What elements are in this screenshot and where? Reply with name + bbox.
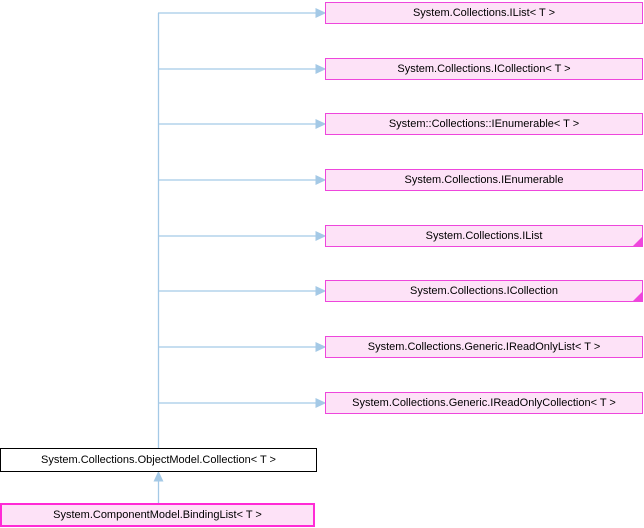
arrowhead-icon (315, 8, 327, 18)
arrowhead-icon (315, 175, 327, 185)
arrowhead-icon (315, 231, 327, 241)
node-system-collections-ilist-t[interactable]: System.Collections.IList< T > (325, 2, 643, 24)
arrowhead-icon (315, 398, 327, 408)
node-label: System.Collections.Generic.IReadOnlyColl… (352, 397, 616, 409)
node-label: System.ComponentModel.BindingList< T > (53, 509, 262, 521)
truncated-corner-icon (633, 237, 642, 246)
node-system-collections-ienumerable[interactable]: System.Collections.IEnumerable (325, 169, 643, 191)
node-system-collections-objectmodel-collection-t[interactable]: System.Collections.ObjectModel.Collectio… (0, 448, 317, 472)
node-label: System.Collections.Generic.IReadOnlyList… (367, 341, 601, 353)
node-label: System.Collections.IEnumerable (404, 174, 564, 186)
node-system-collections-icollection[interactable]: System.Collections.ICollection (325, 280, 643, 302)
node-system-collections-generic-ireadonlylist-t[interactable]: System.Collections.Generic.IReadOnlyList… (325, 336, 643, 358)
arrowhead-icon (153, 470, 164, 482)
node-label: System::Collections::IEnumerable< T > (388, 118, 580, 130)
node-system-collections-ilist[interactable]: System.Collections.IList (325, 225, 643, 247)
node-label: System.Collections.IList< T > (412, 7, 556, 19)
node-label: System.Collections.ObjectModel.Collectio… (41, 454, 276, 466)
arrowhead-icon (315, 64, 327, 74)
node-label: System.Collections.IList (425, 230, 543, 242)
node-system-collections-ienumerable-t[interactable]: System::Collections::IEnumerable< T > (325, 113, 643, 135)
arrowhead-icon (315, 342, 327, 352)
node-label: System.Collections.ICollection< T > (397, 63, 571, 75)
node-label: System.Collections.ICollection (410, 285, 558, 297)
node-system-componentmodel-bindinglist-t[interactable]: System.ComponentModel.BindingList< T > (0, 503, 315, 527)
node-system-collections-icollection-t[interactable]: System.Collections.ICollection< T > (325, 58, 643, 80)
arrowhead-icon (315, 286, 327, 296)
truncated-corner-icon (633, 292, 642, 301)
arrowhead-icon (315, 119, 327, 129)
node-system-collections-generic-ireadonlycollection-t[interactable]: System.Collections.Generic.IReadOnlyColl… (325, 392, 643, 414)
